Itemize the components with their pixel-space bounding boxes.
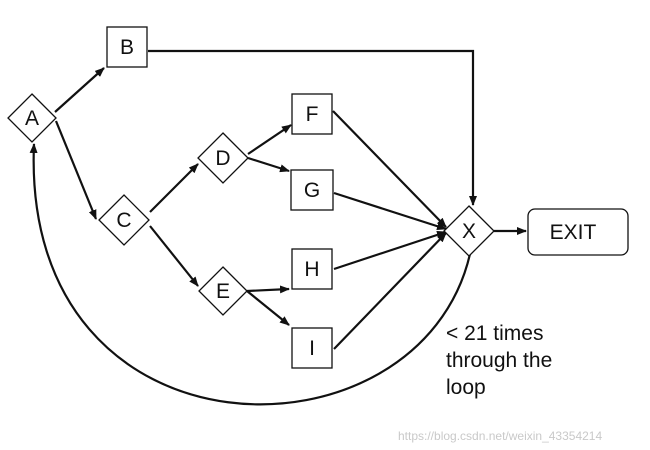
node-label-exit: EXIT: [550, 221, 597, 244]
edge-x-to-a: [29, 143, 472, 406]
node-c: C: [98, 194, 150, 246]
process-box: [106, 26, 148, 68]
edge-h-to-x: [333, 230, 447, 271]
node-x: X: [443, 205, 495, 257]
decision-diamond: [98, 194, 150, 246]
process-box: [291, 327, 333, 369]
nodes-layer: A B C D E F G H I X EXIT: [7, 26, 629, 369]
loop-note-line-3: loop: [446, 376, 486, 399]
edge-i-to-x: [333, 232, 447, 350]
node-label-c: C: [116, 209, 131, 232]
node-label-f: F: [306, 103, 319, 126]
node-d: D: [197, 132, 249, 184]
node-exit: EXIT: [527, 208, 629, 256]
edge-d-to-g: [247, 156, 290, 173]
node-label-d: D: [215, 147, 230, 170]
node-b: B: [106, 26, 148, 68]
watermark: https://blog.csdn.net/weixin_43354214: [398, 429, 602, 443]
edge-d-to-f: [247, 124, 292, 155]
node-f: F: [291, 93, 333, 135]
edge-a-to-c: [54, 120, 98, 220]
loop-note-line-2: through the: [446, 349, 552, 372]
edge-e-to-i: [246, 290, 290, 326]
decision-diamond: [443, 205, 495, 257]
loop-note-line-1: < 21 times: [446, 322, 543, 345]
node-e: E: [198, 266, 248, 316]
loop-note: < 21 times through the loop: [446, 322, 552, 399]
node-label-h: H: [304, 258, 319, 281]
decision-diamond: [7, 93, 57, 143]
edge-g-to-x: [333, 191, 447, 231]
node-g: G: [290, 169, 334, 211]
exit-box: [527, 208, 629, 256]
process-box: [291, 93, 333, 135]
node-h: H: [291, 248, 333, 290]
node-label-a: A: [25, 107, 39, 130]
edge-e-to-h: [246, 285, 290, 294]
decision-diamond: [198, 266, 248, 316]
edge-c-to-e: [149, 225, 199, 287]
node-i: I: [291, 327, 333, 369]
node-label-g: G: [304, 179, 320, 202]
edge-f-to-x: [332, 110, 447, 228]
node-label-x: X: [462, 220, 476, 243]
node-label-b: B: [120, 36, 134, 59]
process-box: [291, 248, 333, 290]
node-label-e: E: [216, 280, 230, 303]
edge-c-to-d: [149, 163, 199, 213]
node-label-i: I: [309, 337, 315, 360]
node-a: A: [7, 93, 57, 143]
process-box: [290, 169, 334, 211]
edge-b-to-x: [148, 49, 477, 206]
edges-layer: [29, 49, 527, 406]
decision-diamond: [197, 132, 249, 184]
edge-a-to-b: [54, 67, 105, 113]
